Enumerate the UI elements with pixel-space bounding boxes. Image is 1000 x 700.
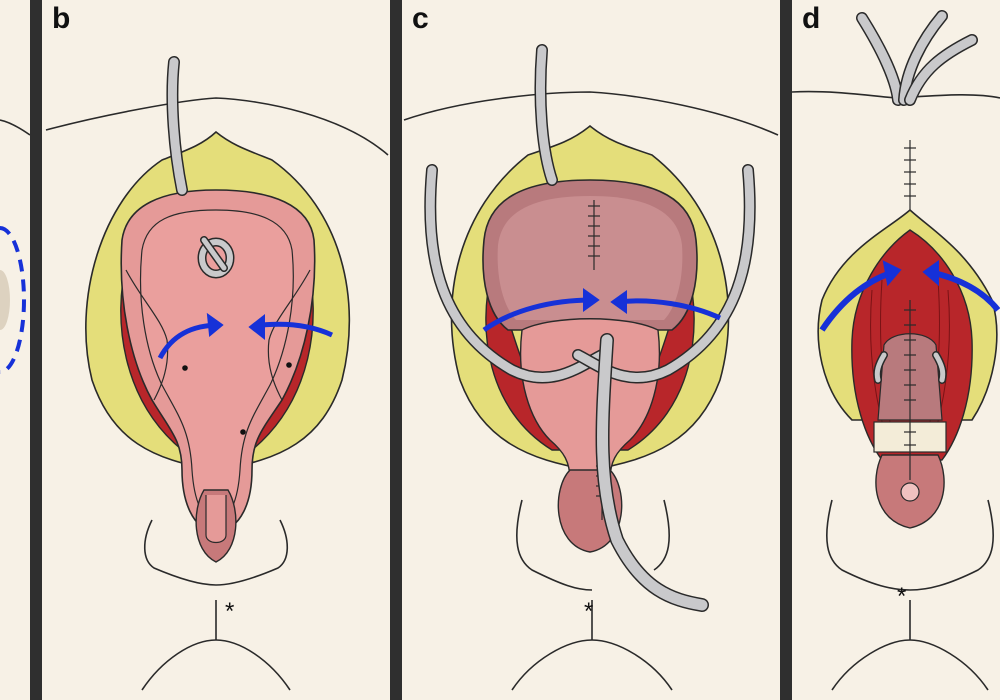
catheters <box>424 44 756 612</box>
panel-divider-2 <box>390 0 402 700</box>
dashed-incision-outline <box>0 226 26 374</box>
panel-d-drawing <box>792 10 1000 691</box>
coiled-stent <box>197 236 235 279</box>
panel-label-c: c <box>412 2 429 35</box>
panel-c: c * <box>402 0 780 700</box>
skin-suture <box>904 140 916 210</box>
ureteric-orifice-right <box>286 362 292 368</box>
midline-suture <box>904 300 916 480</box>
panel-label-d: d <box>802 2 821 35</box>
closure-arrows <box>482 288 722 333</box>
bladder-neck <box>519 318 661 481</box>
asterisk-marker-b: * <box>225 598 235 625</box>
panel-c-drawing <box>403 44 779 691</box>
panel-divider-1 <box>30 0 42 700</box>
suprapubic-catheters <box>856 10 978 106</box>
ureteric-orifice-left <box>182 365 188 371</box>
panel-d: d * <box>792 0 1000 700</box>
panel-label-b: b <box>52 2 71 35</box>
closure-arrows <box>157 312 334 360</box>
panel-b-drawing <box>45 56 389 691</box>
asterisk-marker-d: * <box>897 583 907 610</box>
panel-divider-3 <box>780 0 792 700</box>
closure-arrows <box>819 260 1000 332</box>
panel-a <box>0 0 30 700</box>
asterisk-marker-c: * <box>584 598 594 625</box>
catheter <box>167 57 187 195</box>
urethral-dot <box>240 429 246 435</box>
panel-a-drawing <box>0 119 30 374</box>
panel-b: b * <box>42 0 390 700</box>
meatus <box>900 482 920 502</box>
